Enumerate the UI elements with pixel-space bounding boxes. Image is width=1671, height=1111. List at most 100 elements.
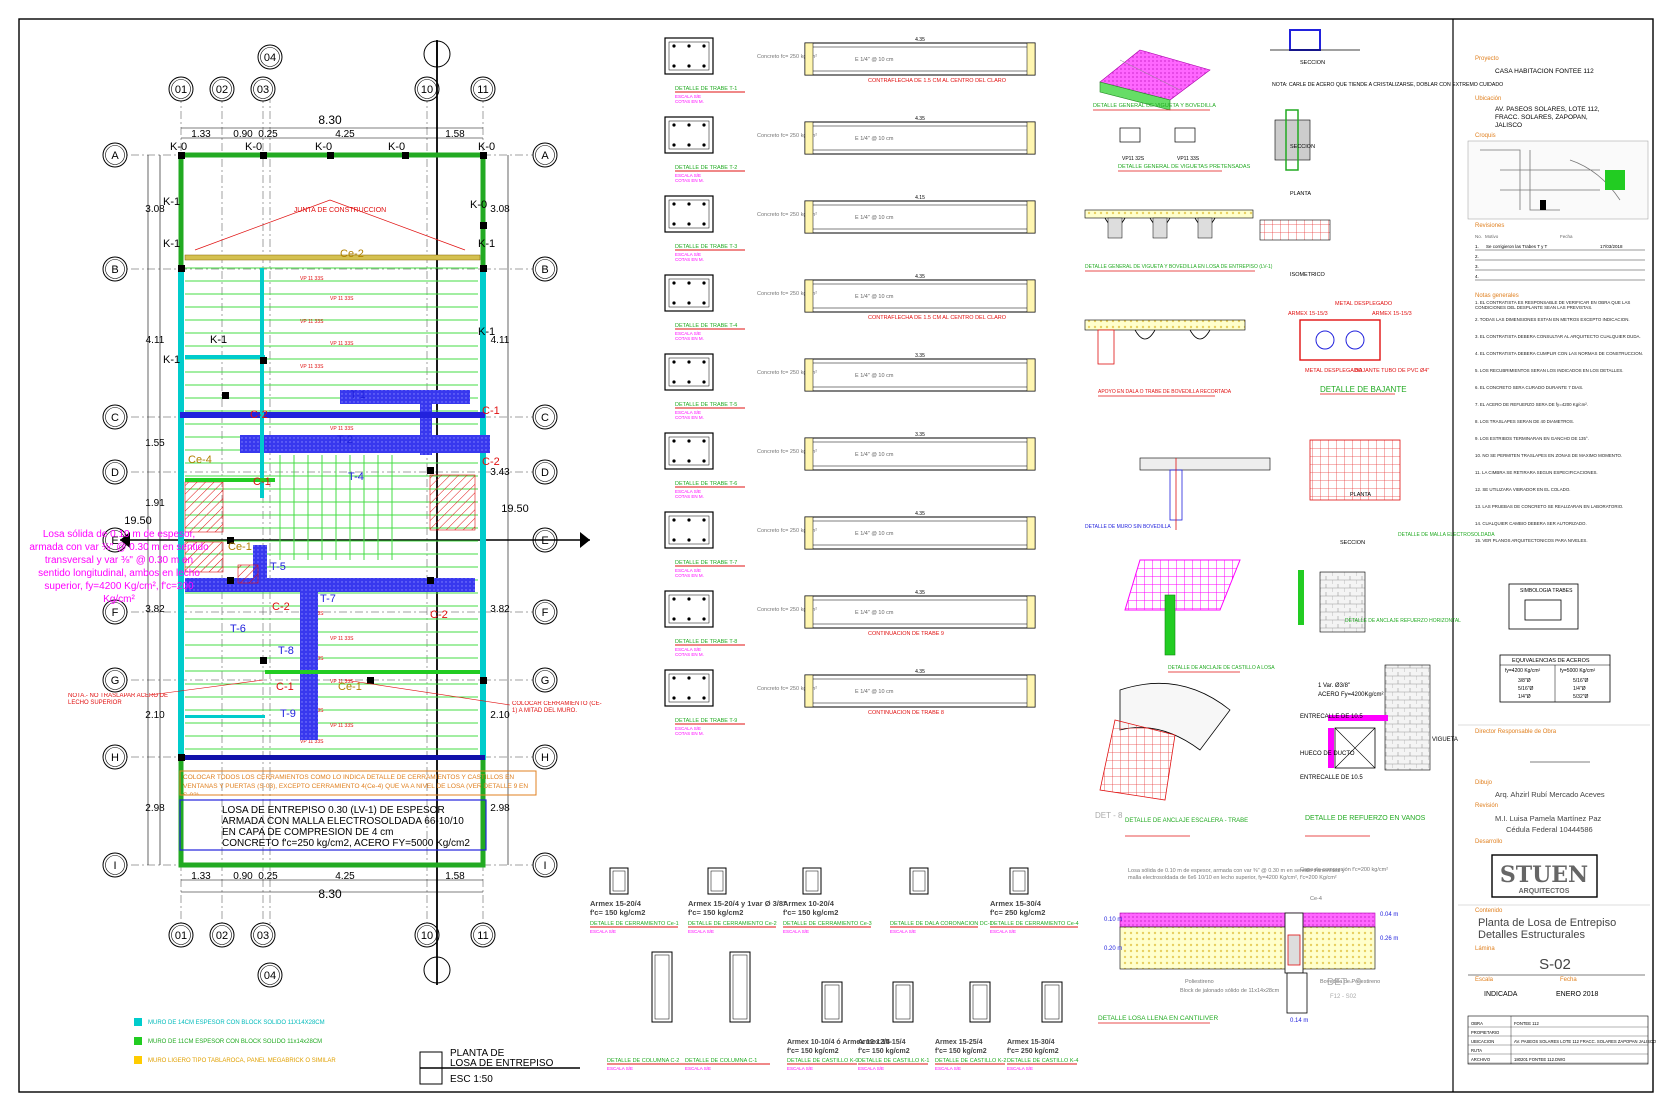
file-val-0: FONTEE 112	[1514, 1021, 1539, 1026]
vano-label-1: 1 Var. Ø3/8"	[1318, 683, 1350, 689]
equiv-r2c1: 5/16"Ø	[1518, 686, 1534, 692]
beam-stirrup-text-7: E 1/4" @ 10 cm	[855, 531, 894, 537]
vano-label-6: VIGUETA	[1432, 737, 1458, 743]
dim-bottom-0: 1.33	[191, 871, 211, 882]
axis-bubble-top-04-circle	[257, 44, 283, 70]
ce-label-0: Ce-2	[340, 248, 364, 260]
dim-bottom-4: 1.58	[445, 871, 465, 882]
axis-bubble-right-F-ring	[535, 602, 555, 622]
column-label-2: C-2	[250, 409, 268, 421]
beam-stirrup-text-8: E 1/4" @ 10 cm	[855, 610, 894, 616]
fecha-label: Fecha	[1560, 977, 1577, 983]
closure-section-0	[609, 867, 629, 895]
column-stirrup-2	[824, 984, 840, 1020]
beam-rebar-6-3	[702, 459, 706, 463]
plan-title-1: PLANTA DE	[450, 1048, 505, 1059]
beam-concrete-6: Concreto fc= 250 kg/cm²	[757, 449, 817, 455]
lamina-label: Lámina	[1475, 946, 1495, 952]
beam-label-1: T-2	[337, 434, 353, 446]
interior-wall-4	[265, 670, 480, 674]
equiv-head-1: fy=4200 Kg/cm²	[1505, 668, 1540, 674]
axis-bubble-right-A-ring	[535, 145, 555, 165]
general-note-6: 7. EL ACERO DE REFUERZO SERA DE fy=4200 …	[1475, 402, 1588, 407]
dim-bottom-1: 0.90	[233, 871, 253, 882]
beam-rebar-2-4	[687, 123, 691, 127]
beam-escala-1: ESCALA S/E	[675, 94, 701, 99]
beam-rebar-5-2	[672, 380, 676, 384]
beam-concrete-2: Concreto fc= 250 kg/cm²	[757, 133, 817, 139]
axis-bubble-bottom-10-circle	[414, 922, 440, 948]
axis-bubble-right-G-ring	[535, 670, 555, 690]
axis-bubble-right-D-circle	[532, 459, 558, 485]
beam-stirrup-text-1: E 1/4" @ 10 cm	[855, 57, 894, 63]
beam-T4	[240, 435, 490, 453]
column-label-0: C-1	[482, 405, 500, 417]
dim-right-4: 2.10	[490, 710, 510, 721]
general-note-text-5: 6. EL CONCRETO SERA CURADO DURANTE 7 DIA…	[1475, 385, 1584, 390]
beam-label-3: T-5	[270, 561, 286, 573]
beam-stirrup-6	[668, 436, 710, 466]
legend-text-11cm: MURO DE 11CM ESPESOR CON BLOCK SOLIDO 11…	[148, 1039, 322, 1045]
closure-spec2-2: f'c= 150 kg/cm2	[783, 908, 838, 917]
beam-concrete-3: Concreto fc= 250 kg/cm²	[757, 212, 817, 218]
beam-rebar-3-0	[672, 202, 676, 206]
axis-bubble-right-C-ring	[535, 407, 555, 427]
beam-len-2: 4.35	[915, 116, 925, 122]
malla-detail: PLANTA SECCION DETALLE DE MALLA ELECTROS…	[1309, 439, 1495, 546]
general-note-10: 11. LA CIMBRA SE RETIRARA SEGUN ESPECIFI…	[1475, 470, 1598, 475]
beam-support-right-1	[1026, 42, 1036, 76]
cantiliver-note-2: Capa de compresión f'c=200 kg/cm²	[1300, 867, 1388, 873]
axis-bubble-top-02-circle	[209, 76, 235, 102]
dim-left-6: 2.98	[145, 803, 165, 814]
column-escala-0: ESCALA S/E	[607, 1066, 633, 1071]
dim-left-4: 3.82	[145, 604, 165, 615]
column-stirrup-4	[972, 984, 988, 1020]
interior-wall-2	[185, 355, 265, 359]
axis-bubble-right-F-circle	[532, 599, 558, 625]
desarrollo-label: Desarrollo	[1475, 839, 1503, 845]
beam-rebar-6-1	[702, 439, 706, 443]
closure-escala-1: ESCALA S/E	[688, 929, 714, 934]
axis-bubble-top-03-label: 03	[257, 84, 269, 96]
closure-escala-4: ESCALA S/E	[990, 929, 1016, 934]
closure-escala-3: ESCALA S/E	[890, 929, 916, 934]
lamina-value: S-02	[1539, 956, 1571, 973]
plan-title-block: PLANTA DE LOSA DE ENTREPISO ESC 1:50	[419, 1048, 580, 1085]
beam-label-0: T-1	[350, 389, 366, 401]
beam-len-1: 4.35	[915, 37, 925, 43]
column-spec1-4: Armex 15-25/4	[935, 1039, 983, 1046]
seccion-top-label: SECCION	[1300, 60, 1325, 66]
logo-sub: ARQUITECTOS	[1519, 888, 1570, 895]
axis-bubble-left-C-circle	[102, 404, 128, 430]
beam-stirrup-8	[668, 594, 710, 624]
beam-rebar-5-4	[687, 360, 691, 364]
contenido-value-2: Detalles Estructurales	[1478, 929, 1585, 941]
general-note-4: 5. LOS RECUBRIMIENTOS SERAN LOS INDICADO…	[1475, 368, 1623, 373]
beam-rebar-6-4	[687, 439, 691, 443]
file-val-2: AV. PASEOS SOLARES LOTE 112 FRACC. SOLAR…	[1514, 1039, 1657, 1044]
rev-fecha-0: 17/03/2018	[1600, 244, 1623, 249]
beam-rebar-2-5	[687, 143, 691, 147]
axis-bubble-left-F-label: F	[112, 607, 119, 619]
closure-stirrup-2	[805, 870, 819, 892]
beam-stirrup-2	[668, 120, 710, 150]
column-stirrup-3	[895, 984, 911, 1020]
beam-support-left-4	[804, 279, 814, 313]
general-note-0: 1. EL CONTRATISTA ES RESPONSABLE DE VERI…	[1475, 300, 1630, 310]
general-note-11: 12. SE UTILIZARA VIBRADOR EN EL COLADO.	[1475, 487, 1570, 492]
axis-bubble-left-B-ring	[105, 259, 125, 279]
escala-value: INDICADA	[1484, 991, 1518, 998]
column-label-3: DETALLE DE CASTILLO K-1	[858, 1058, 929, 1064]
isometrico-label: ISOMETRICO	[1290, 272, 1326, 278]
beam-rebar-9-3	[702, 696, 706, 700]
beam-elevation-3	[804, 200, 1036, 234]
general-note-13: 14. CUALQUIER CAMBIO DEBERA SER AUTORIZA…	[1475, 521, 1587, 526]
rev-no-1: 2.	[1475, 254, 1479, 259]
equiv-r2c2: 1/4"Ø	[1573, 686, 1586, 692]
cerramiento-pointer	[344, 679, 511, 706]
beam-stirrup-9	[668, 673, 710, 703]
interior-wall-5	[185, 715, 265, 718]
vp-label-5: VP 11 33S	[330, 426, 354, 432]
beam-escala-3: ESCALA S/E	[675, 252, 701, 257]
